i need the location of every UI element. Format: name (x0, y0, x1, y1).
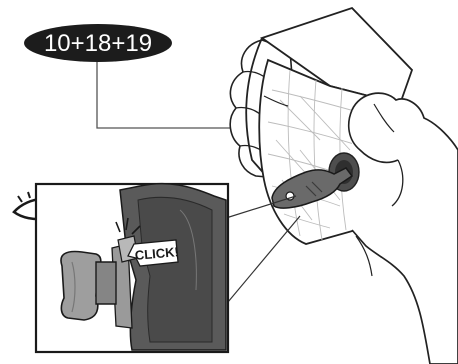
leader-line (97, 62, 233, 128)
detail-inset: CLICK! (36, 184, 228, 352)
step-badge-label: 10+18+19 (44, 30, 152, 57)
right-hand-illustration (349, 93, 458, 364)
step-badge: 10+18+19 (24, 24, 172, 62)
